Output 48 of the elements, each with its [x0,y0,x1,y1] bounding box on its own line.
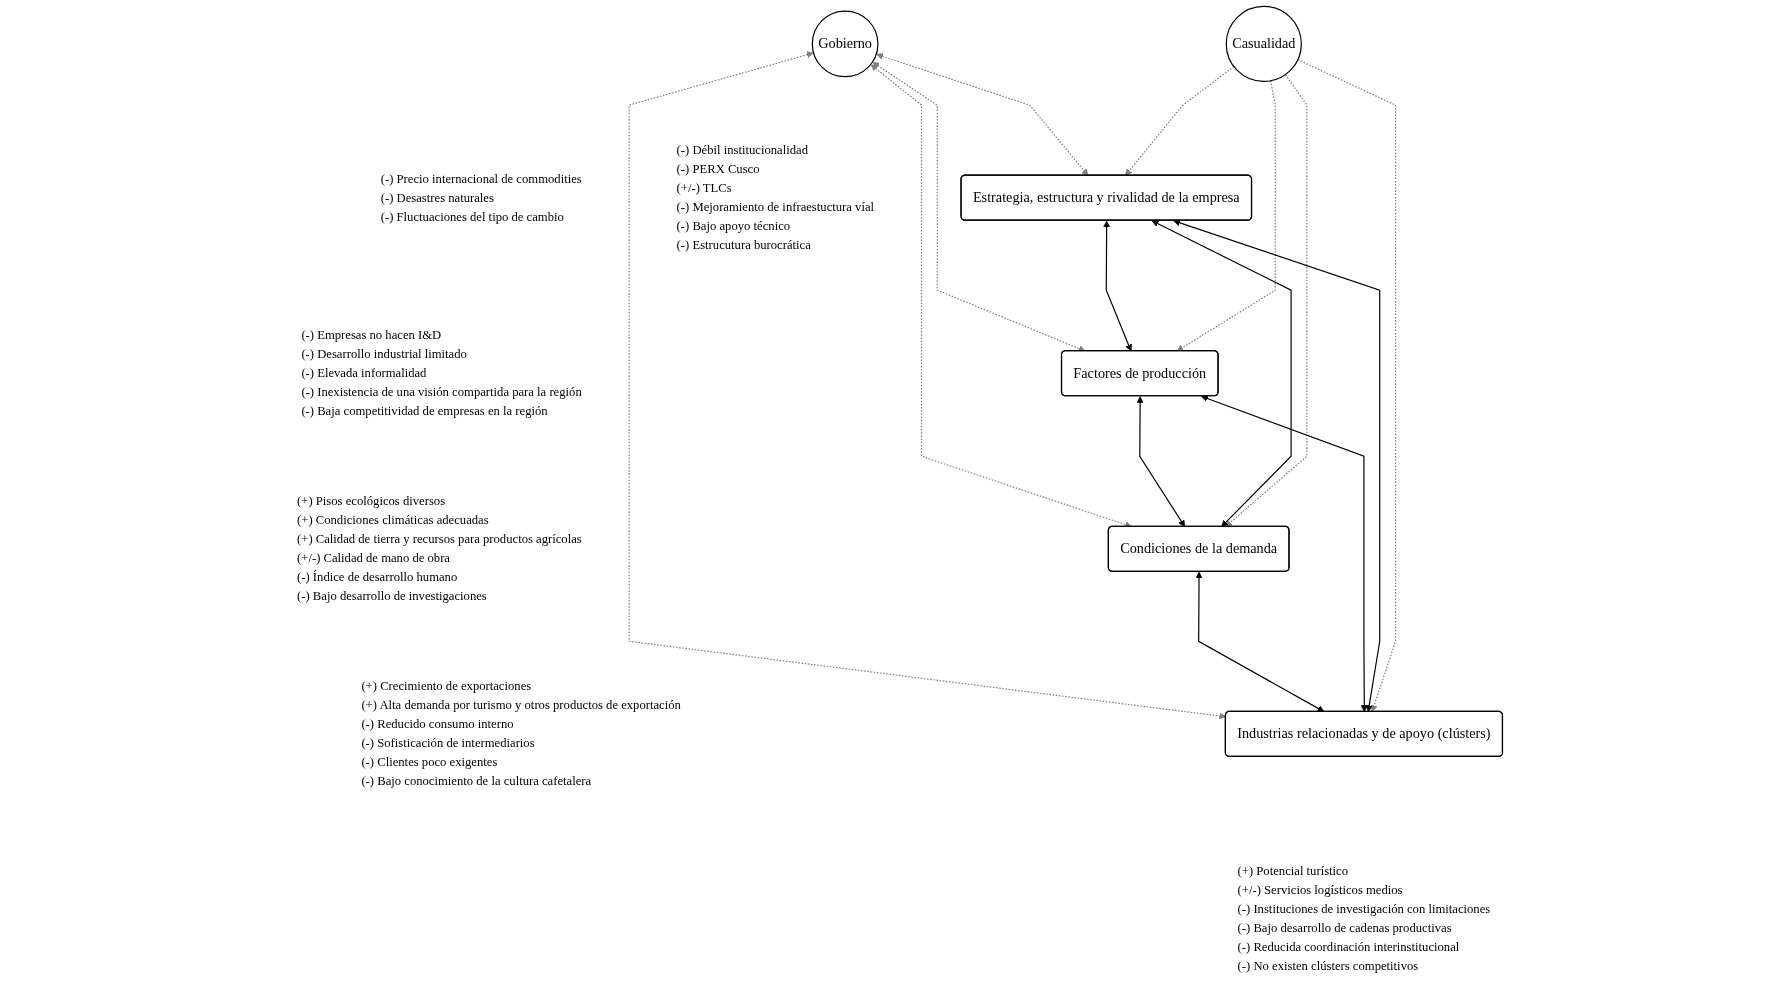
node-label: (-) Sofisticación de intermediarios [361,736,535,750]
node-label: (-) Bajo desarrollo de cadenas productivas [1237,921,1452,935]
node-label: (-) Elevada informalidad [301,366,427,380]
node-label: (-) Instituciones de investigación con limitaciones [1237,902,1491,916]
node-circle: Gobierno [811,10,879,78]
node-label: (+) Pisos ecológicos diversos [296,494,445,508]
node-label: (-) No existen clústers competitivos [1237,959,1419,973]
arrow [872,61,1086,352]
arrow [1124,65,1235,176]
node-circle: Casualidad [1225,5,1302,83]
node-label: (-) Reducida coordinación interinstitucional [1237,940,1460,954]
node-label: (-) Precio internacional de commodities [380,171,582,186]
arrow [1136,396,1185,527]
node-label: (-) Desarrollo industrial limitado [301,347,467,361]
arrow [1225,74,1308,527]
arrow [1297,59,1396,712]
arrow [1151,220,1292,527]
node-label: (-) Clientes poco exigentes [361,755,498,769]
node-label: (-) Baja competitividad de empresas en la región [301,404,548,418]
node-label: (+) Condiciones climáticas adecuadas [296,513,489,527]
arrow [870,64,1132,528]
node-label: (-) PERX Cusco [676,162,760,176]
node-label: (-) Reducido consumo interno [361,717,514,731]
arrow [628,51,1226,720]
arrow [1200,395,1368,712]
node-label: (+/-) TLCs [676,181,732,195]
node-label: (-) Índice de desarrollo humano [296,570,458,584]
node-label: (-) Estrucutura burocrática [676,238,811,252]
node-label: (-) Bajo apoyo técnico [676,219,790,233]
node-label: (+/-) Servicios logísticos medios [1237,883,1403,897]
node-label: (+) Potencial turístico [1237,864,1348,878]
node-label: (+) Crecimiento de exportaciones [361,679,532,693]
arrow [876,53,1089,176]
node-label: (+) Alta demanda por turismo y otros productos de exportación [361,698,681,712]
node-label: (-) Mejoramiento de infraestuctura víal [676,200,874,214]
node-label: (+) Calidad de tierra y recursos para productos agrícolas [296,532,582,546]
arrow [1176,80,1276,352]
node-label: (-) Desastres naturales [380,190,494,205]
node-label: (-) Inexistencia de una visión compartida para la región [301,385,582,399]
arrow [1103,220,1132,352]
node-label: (-) Bajo desarrollo de investigaciones [296,589,487,603]
node-label: (+/-) Calidad de mano de obra [296,551,450,565]
node-label: (-) Empresas no hacen I&D [301,328,442,342]
arrow [1173,219,1381,712]
arrow [1195,571,1325,712]
node-label: (-) Fluctuaciones del tipo de cambio [380,209,564,223]
node-label: (-) Bajo conocimiento de la cultura cafetalera [361,774,591,788]
node-label: (-) Débil institucionalidad [676,143,808,157]
